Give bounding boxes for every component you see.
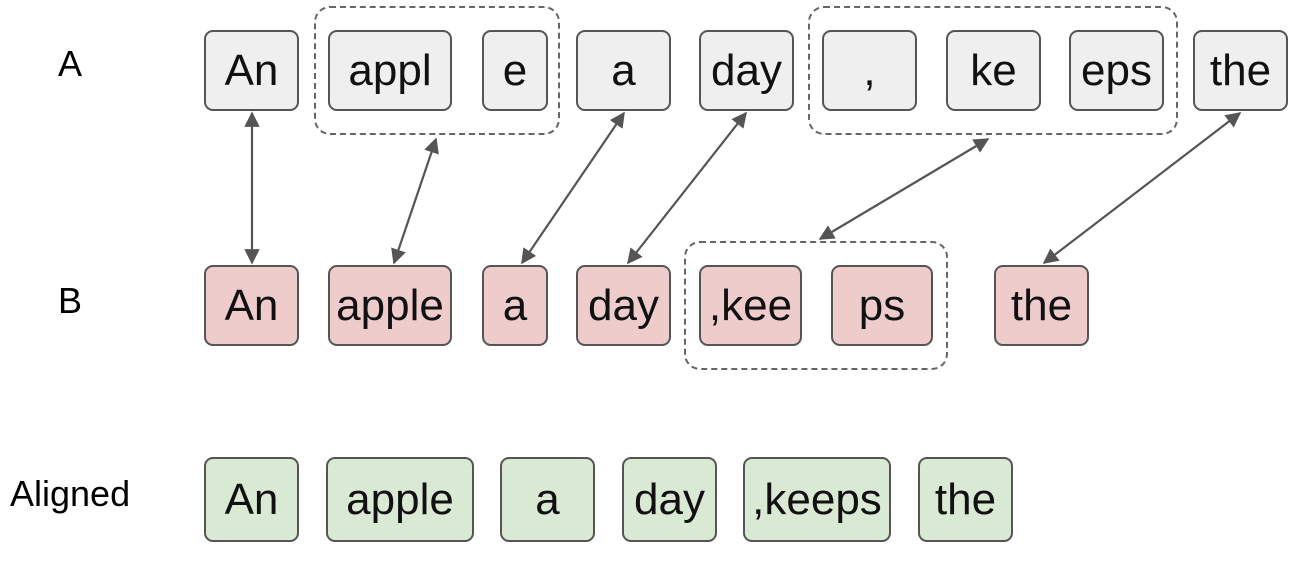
row-b-token: day <box>576 265 671 346</box>
row-b-token: An <box>204 265 299 346</box>
row-b-token: ,kee <box>699 265 802 346</box>
alignment-arrow <box>391 137 439 265</box>
row-a-token: eps <box>1069 30 1164 111</box>
row-b-token: apple <box>328 265 452 346</box>
row-a-token: day <box>699 30 794 111</box>
row-label-a: A <box>58 43 83 84</box>
row-b-token: the <box>994 265 1089 346</box>
aligned-token: the <box>918 457 1013 542</box>
row-b-token: a <box>482 265 548 346</box>
alignment-arrow <box>521 111 625 265</box>
merge-group-keeps-b <box>684 241 948 370</box>
row-label-b: B <box>58 280 83 321</box>
aligned-token: a <box>500 457 595 542</box>
alignment-arrow <box>818 138 990 240</box>
alignment-arrow <box>627 111 747 265</box>
row-a-token: appl <box>328 30 452 111</box>
row-b-token: ps <box>831 265 933 346</box>
row-label-aligned: Aligned <box>10 473 131 514</box>
row-a-token: An <box>204 30 299 111</box>
row-a-token: a <box>576 30 671 111</box>
aligned-token: ,keeps <box>743 457 891 542</box>
merge-group-apple-a <box>314 6 560 135</box>
merge-group-keeps-a <box>808 6 1178 135</box>
row-a-token: the <box>1193 30 1288 111</box>
row-a-token: ke <box>946 30 1041 111</box>
aligned-token: An <box>204 457 299 542</box>
alignment-arrow <box>1042 112 1242 264</box>
row-a-token: e <box>482 30 548 111</box>
aligned-token: apple <box>326 457 474 542</box>
aligned-token: day <box>622 457 717 542</box>
row-a-token: , <box>822 30 917 111</box>
